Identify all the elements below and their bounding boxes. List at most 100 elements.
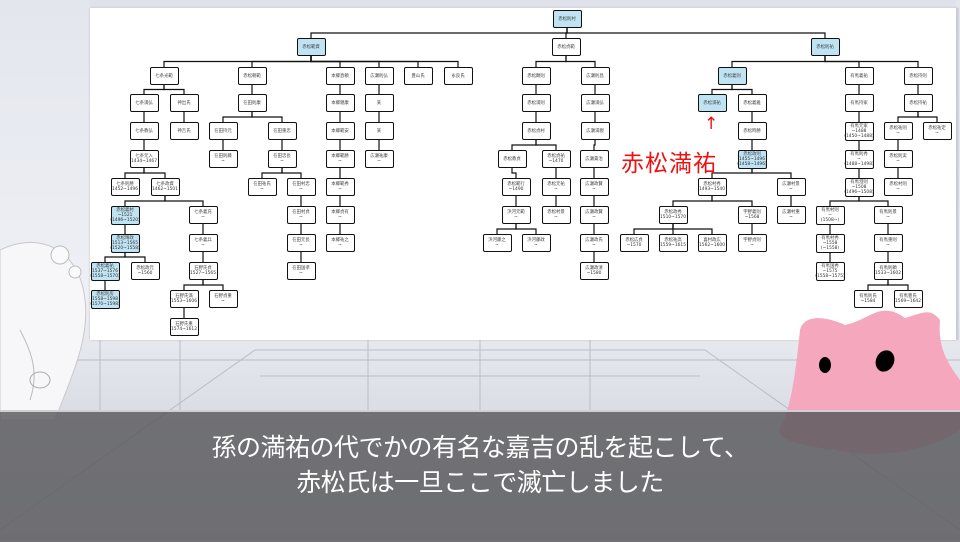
subtitle-line-2: 赤松氏は一旦ここで滅亡しました [296, 468, 664, 497]
node-name: 広瀬村景 [782, 182, 800, 187]
tree-node: 赤松広貞~1570 [619, 234, 649, 252]
tree-node: 有馬則秀~ (1488~1498) [844, 150, 874, 169]
node-years: ~1521 (1496~1520) [110, 213, 140, 223]
node-years: ~ [260, 187, 264, 192]
node-name: 広瀬満弘 [586, 100, 604, 106]
node-years: ~1470 [548, 159, 564, 164]
tree-connector [535, 140, 557, 150]
node-name: 本郷直頼 [331, 73, 349, 79]
node-years: 1533~1602 [874, 271, 902, 276]
tree-node: 在田村忠~ [286, 178, 316, 196]
tree-node: 石野貞重~ [208, 290, 238, 308]
node-name: 七条則勝 [116, 182, 134, 187]
tree-connector [751, 168, 792, 178]
tree-connector [858, 196, 889, 206]
tree-node: 七条教弘 [129, 122, 159, 140]
node-years: ~1488 (1450~1488) [844, 129, 874, 139]
tree-connector [731, 85, 753, 94]
node-years: ~ [338, 187, 342, 192]
tree-node: 本郷範勝~ [325, 150, 355, 168]
tree-node: 某 [364, 122, 394, 140]
node-name: 赤松義則 [723, 73, 741, 79]
node-name: 赤松持則 [909, 73, 927, 79]
node-name: 赤松持祐 [909, 100, 927, 106]
node-name: 有馬則頼 [879, 266, 897, 271]
tree-node: 本郷祐之~ [325, 234, 355, 252]
node-name: 七条光範 [155, 73, 173, 79]
tree-node: 広瀬満弘 [580, 94, 610, 112]
node-name: 浜河藤之 [488, 238, 506, 243]
tree-node: 有馬国秀~1575 (1558~1575) [815, 262, 845, 281]
node-name: 浜河藤政 [527, 238, 545, 243]
tree-node: 本郷貞有~ [325, 206, 355, 224]
node-years: ~ [514, 215, 518, 220]
tree-node: 在田重忠 [267, 122, 297, 140]
node-name: 赤松範資 [302, 44, 320, 50]
tree-node: 浜河元範~ [501, 206, 531, 224]
node-years: ~ [299, 243, 303, 248]
tree-connector [202, 280, 224, 290]
node-name: 某 [376, 128, 382, 134]
node-name: 在田則康 [243, 100, 261, 106]
node-years: 1537~1576 (1558~1570) [90, 269, 120, 279]
node-name: 広瀬政賢 [585, 182, 603, 187]
tree-node: 赤松則祐 [810, 38, 840, 56]
node-name: 有馬則氏 [859, 294, 877, 299]
tree-node: 赤松則実~ [883, 150, 913, 168]
node-years: 1574~1612 [170, 327, 198, 332]
node-years: 1527~1565 [189, 271, 217, 276]
node-years: ~ [338, 243, 342, 248]
node-years: 1559~1615 [659, 243, 687, 248]
node-name: 七条義充 [194, 210, 212, 215]
family-tree-panel [90, 8, 958, 340]
node-years: 1510~1570 [659, 215, 687, 220]
node-name: 有馬持家 [850, 100, 868, 106]
node-years: ~1580 [586, 271, 602, 276]
tree-node: 在田村貞~ [286, 206, 316, 224]
tree-node: 本郷範秀~ [325, 178, 355, 196]
window-top-strip [90, 0, 956, 8]
tree-node: 宇野貞則~ [737, 234, 767, 252]
node-name: 赤松村則 [889, 182, 907, 187]
node-years: ~ [592, 187, 596, 192]
node-years: ~ [592, 243, 596, 248]
tree-connector [511, 168, 517, 178]
tree-connector [124, 252, 146, 262]
node-years: ~1508 (1496~1508) [844, 185, 874, 195]
node-years: ~ [377, 159, 381, 164]
node-name: 在田元長 [292, 238, 310, 243]
node-name: 七条政資 [156, 182, 174, 187]
node-name: 本郷範秀 [331, 182, 349, 187]
node-name: 赤松顕則 [527, 73, 545, 79]
tree-node: 在田祐氏~ [247, 178, 277, 196]
tree-connector [515, 224, 537, 234]
node-name: 石野氏重 [175, 322, 193, 327]
node-name: 宇野義則 [743, 210, 761, 215]
node-years: 1562~1600 [698, 243, 726, 248]
node-years: ~ [280, 159, 284, 164]
tree-connector [143, 168, 166, 178]
ghost-character [0, 241, 87, 421]
tree-node: 浜河藤政~ [521, 234, 551, 252]
node-years: ~ [789, 187, 793, 192]
node-name: 赤松満則 [527, 100, 545, 106]
node-name: 赤松朝範 [243, 73, 261, 79]
tree-connector [164, 196, 204, 206]
tree-connector [566, 28, 826, 38]
node-name: 七条満弘 [135, 100, 153, 106]
node-name: 赤松義村 [116, 208, 134, 213]
node-name: 有馬村則 [821, 208, 839, 213]
tree-node: 赤松義雅 [737, 94, 767, 112]
node-name: 在田忠長 [273, 154, 291, 159]
node-years: ~ (1488~1498) [844, 157, 874, 167]
tree-node: 七条義充~ [188, 206, 218, 224]
tree-connector [824, 56, 919, 67]
node-name: 赤松貞村 [527, 128, 545, 134]
